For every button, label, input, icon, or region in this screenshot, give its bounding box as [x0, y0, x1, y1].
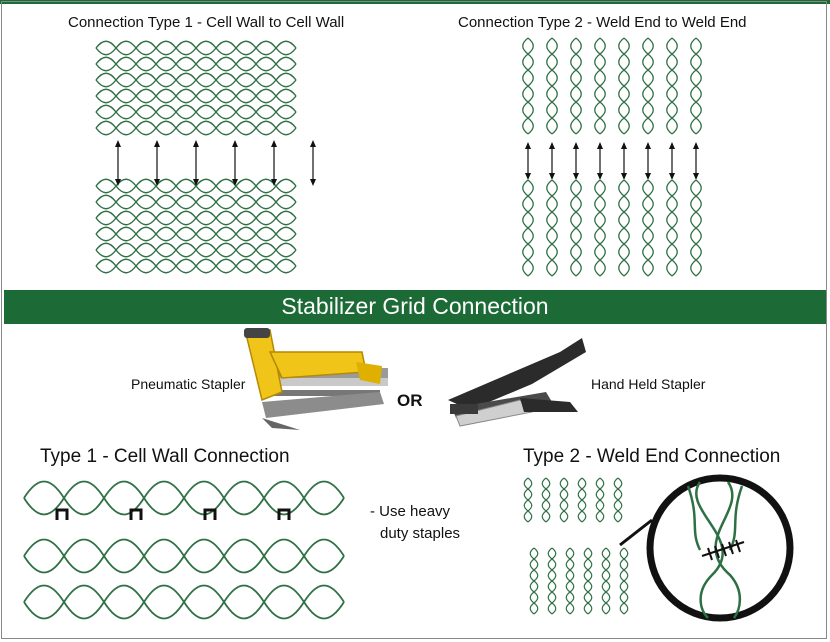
grid-strand — [618, 179, 630, 277]
staple-icon — [129, 508, 143, 520]
grid-strand — [594, 37, 606, 135]
arrowhead-up — [232, 140, 238, 147]
staple-icon — [203, 508, 217, 520]
staple-note-line2: duty staples — [380, 525, 461, 542]
grid-strand — [559, 477, 569, 523]
grid-strand — [95, 104, 297, 120]
grid-strand — [529, 547, 539, 615]
grid-strand — [23, 584, 345, 620]
arrowhead-down — [645, 173, 651, 180]
arrowhead-up — [597, 142, 603, 149]
grid-strand — [23, 480, 345, 516]
grid-strand — [570, 37, 582, 135]
grid-strand — [570, 179, 582, 277]
grid-strand — [613, 477, 623, 523]
arrowhead-up — [549, 142, 555, 149]
grid-strand — [95, 88, 297, 104]
grid-strand — [95, 210, 297, 226]
arrowhead-up — [115, 140, 121, 147]
grid-strand — [95, 56, 297, 72]
type1-connection-arrows — [115, 140, 316, 186]
grid-strand — [577, 477, 587, 523]
arrowhead-up — [310, 140, 316, 147]
type2-detail-title: Type 2 - Weld End Connection — [523, 446, 781, 467]
arrowhead-up — [154, 140, 160, 147]
arrowhead-down — [549, 173, 555, 180]
staple-icon — [277, 508, 291, 520]
top-accent-bar — [0, 0, 830, 4]
staple-icon — [55, 508, 69, 520]
type1-staples — [55, 508, 291, 520]
grid-strand — [522, 179, 534, 277]
grid-strand — [523, 477, 533, 523]
arrowhead-down — [154, 179, 160, 186]
arrowhead-down — [621, 173, 627, 180]
hand-held-stapler-icon — [448, 338, 586, 427]
type2-top-grid — [522, 37, 702, 277]
type1-top-grid — [95, 40, 297, 274]
grid-strand — [666, 37, 678, 135]
arrowhead-up — [645, 142, 651, 149]
type2-detail-grid — [523, 477, 629, 615]
grid-strand — [666, 179, 678, 277]
arrowhead-down — [271, 179, 277, 186]
grid-strand — [95, 194, 297, 210]
type1-detail-title: Type 1 - Cell Wall Connection — [40, 446, 290, 467]
arrowhead-up — [193, 140, 199, 147]
grid-strand — [541, 477, 551, 523]
banner-title: Stabilizer Grid Connection — [281, 293, 549, 319]
grid-strand — [565, 547, 575, 615]
grid-strand — [583, 547, 593, 615]
arrowhead-down — [193, 179, 199, 186]
grid-strand — [95, 40, 297, 56]
grid-strand — [595, 477, 605, 523]
grid-strand — [690, 37, 702, 135]
arrowhead-down — [573, 173, 579, 180]
type2-top-title: Connection Type 2 - Weld End to Weld End — [458, 14, 747, 31]
grid-strand — [95, 120, 297, 136]
arrowhead-down — [693, 173, 699, 180]
grid-strand — [619, 547, 629, 615]
arrowhead-up — [573, 142, 579, 149]
arrowhead-down — [525, 173, 531, 180]
grid-strand — [601, 547, 611, 615]
grid-strand — [547, 547, 557, 615]
grid-strand — [618, 37, 630, 135]
arrowhead-down — [310, 179, 316, 186]
grid-strand — [95, 258, 297, 274]
grid-strand — [546, 179, 558, 277]
grid-strand — [690, 179, 702, 277]
arrowhead-down — [232, 179, 238, 186]
arrowhead-up — [669, 142, 675, 149]
type1-detail-grid — [23, 480, 345, 620]
arrowhead-down — [115, 179, 121, 186]
grid-strand — [95, 72, 297, 88]
arrowhead-up — [693, 142, 699, 149]
arrowhead-up — [271, 140, 277, 147]
arrowhead-up — [621, 142, 627, 149]
type2-connection-arrows — [525, 142, 699, 180]
or-label: OR — [397, 391, 423, 410]
section-banner: Stabilizer Grid Connection — [4, 290, 826, 324]
pneumatic-stapler-label: Pneumatic Stapler — [131, 376, 246, 392]
magnifier-icon — [619, 474, 794, 622]
grid-strand — [546, 37, 558, 135]
hand-held-stapler-label: Hand Held Stapler — [591, 376, 706, 392]
grid-strand — [594, 179, 606, 277]
pneumatic-stapler-icon — [244, 328, 388, 430]
grid-strand — [642, 179, 654, 277]
arrowhead-up — [525, 142, 531, 149]
grid-strand — [642, 37, 654, 135]
grid-strand — [95, 242, 297, 258]
staple-note-line1: - Use heavy — [370, 503, 451, 520]
grid-strand — [95, 226, 297, 242]
grid-strand — [522, 37, 534, 135]
type1-top-title: Connection Type 1 - Cell Wall to Cell Wa… — [68, 14, 345, 31]
grid-strand — [23, 538, 345, 574]
arrowhead-down — [597, 173, 603, 180]
arrowhead-down — [669, 173, 675, 180]
